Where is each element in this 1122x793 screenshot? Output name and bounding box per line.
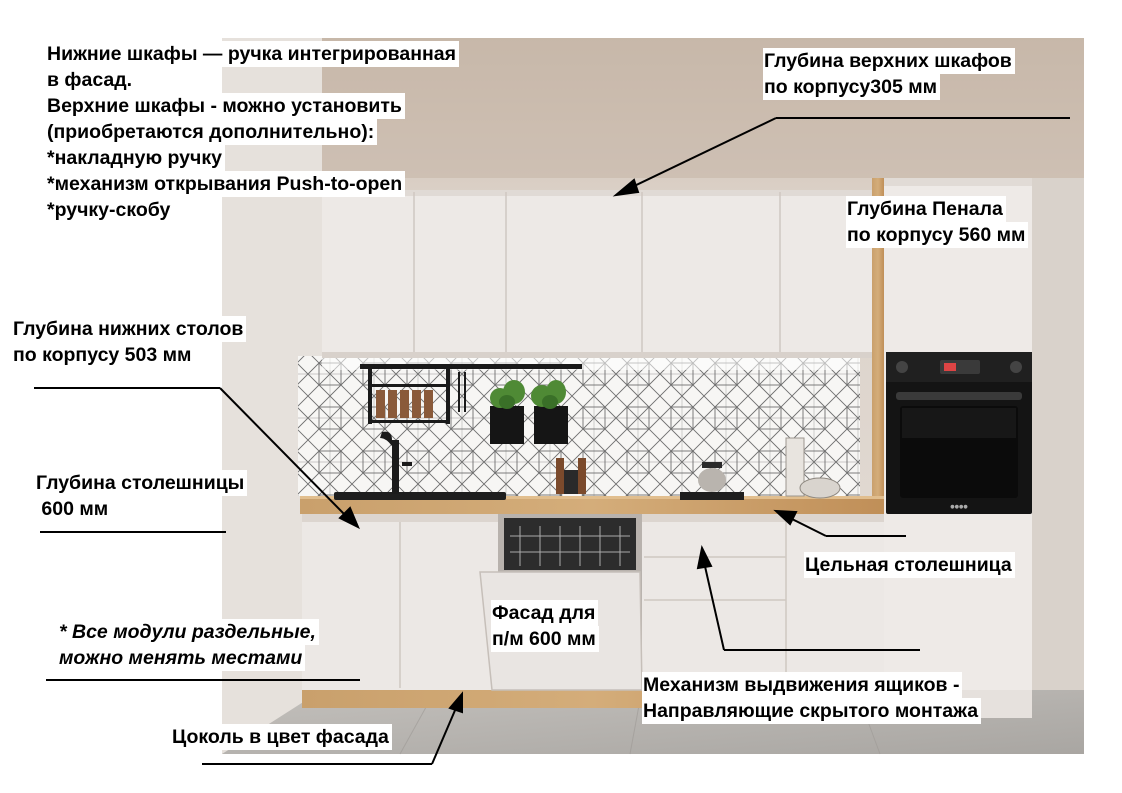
countertop-depth-label: Глубина столешницы 600 мм <box>35 470 248 522</box>
modules-note-label: * Все модули раздельные, можно менять ме… <box>58 619 319 671</box>
tall-depth-line-1: Глубина Пенала <box>846 196 1006 222</box>
tall-depth-line-2: по корпусу 560 мм <box>846 222 1029 248</box>
annotation-lines <box>34 117 1070 765</box>
handles-info-line-4: (приобретаются дополнительно): <box>46 119 378 145</box>
upper-cabinets <box>322 190 872 358</box>
plinth-label: Цоколь в цвет фасада <box>171 724 392 750</box>
upper-depth-line-2: по корпусу305 мм <box>763 74 941 100</box>
countertop-depth-line-2: 600 мм <box>35 496 112 522</box>
tall-cabinet-depth-label: Глубина Пенала по корпусу 560 мм <box>846 196 1029 248</box>
handles-info-line-7: *ручку-скобу <box>46 197 174 223</box>
handles-info-label: Нижние шкафы — ручка интегрированная в ф… <box>46 41 460 223</box>
solid-countertop-label: Цельная столешница <box>804 552 1015 578</box>
upper-cabinets-depth-label: Глубина верхних шкафов по корпусу305 мм <box>763 48 1015 100</box>
drawer-mechanism-label: Механизм выдвижения ящиков - Направляющи… <box>642 672 982 724</box>
lower-depth-line-1: Глубина нижних столов <box>12 316 247 342</box>
lower-depth-line-2: по корпусу 503 мм <box>12 342 195 368</box>
modules-note-line-2: можно менять местами <box>58 645 306 671</box>
handles-info-line-1: Нижние шкафы — ручка интегрированная <box>46 41 460 67</box>
modules-note-line-1: * Все модули раздельные, <box>58 619 319 645</box>
lower-cabinets <box>302 514 1032 718</box>
countertop <box>300 431 884 514</box>
wall-rail-shelf <box>360 364 582 444</box>
lower-cabinets-depth-label: Глубина нижних столов по корпусу 503 мм <box>12 316 247 368</box>
dishwasher-facade-line-2: п/м 600 мм <box>491 626 599 652</box>
handles-info-line-5: *накладную ручку <box>46 145 225 171</box>
drawer-mechanism-line-2: Направляющие скрытого монтажа <box>642 698 982 724</box>
handles-info-line-2: в фасад. <box>46 67 136 93</box>
dishwasher-facade-line-1: Фасад для <box>491 600 599 626</box>
drawer-mechanism-line-1: Механизм выдвижения ящиков - <box>642 672 963 698</box>
handles-info-line-6: *механизм открывания Push-to-open <box>46 171 406 197</box>
solid-countertop-text: Цельная столешница <box>804 552 1015 578</box>
oven: ●●●● <box>886 352 1032 514</box>
plinth-text: Цоколь в цвет фасада <box>171 724 392 750</box>
oven-logo-icon: ●●●● <box>950 504 968 510</box>
dishwasher-facade-label: Фасад для п/м 600 мм <box>491 600 599 652</box>
handles-info-line-3: Верхние шкафы - можно установить <box>46 93 405 119</box>
upper-depth-line-1: Глубина верхних шкафов <box>763 48 1015 74</box>
countertop-depth-line-1: Глубина столешницы <box>35 470 248 496</box>
